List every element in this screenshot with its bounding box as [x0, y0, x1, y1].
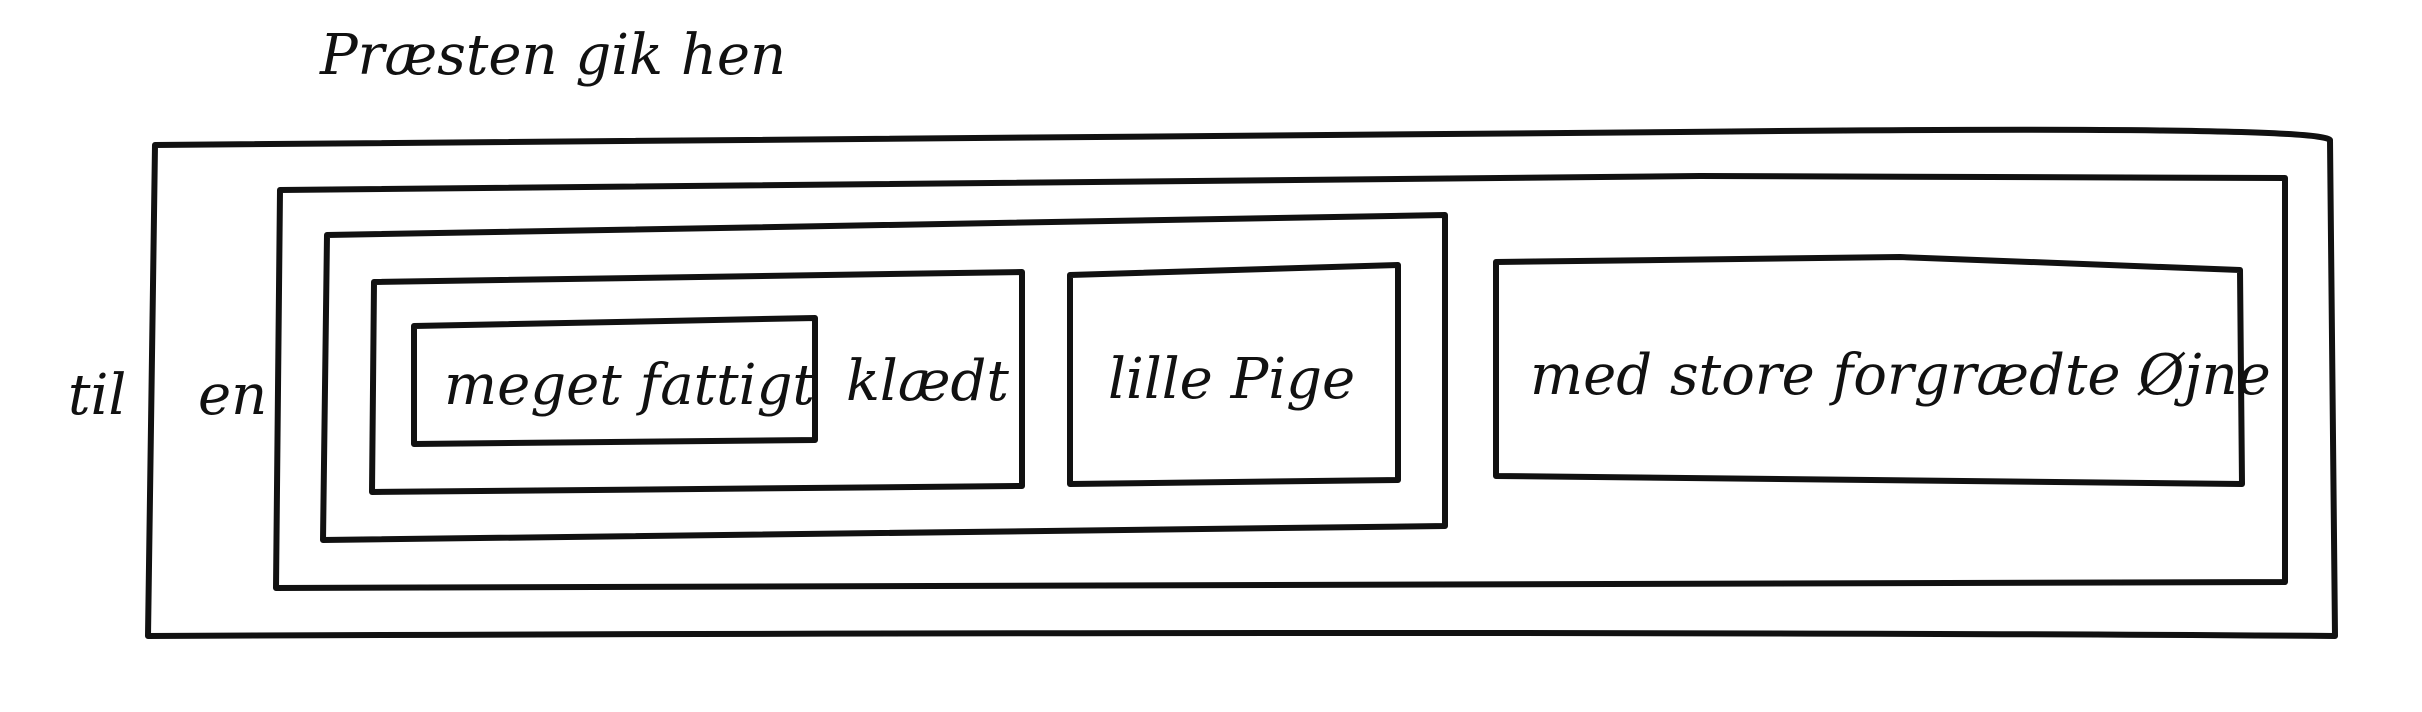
label-en: en — [198, 363, 268, 428]
box-med-store — [1493, 254, 2245, 487]
box-outer — [145, 126, 2338, 639]
label-til: til — [68, 363, 127, 428]
box-lille-pige — [1067, 262, 1401, 487]
label-klaedt: klædt — [846, 349, 1009, 414]
box-group — [320, 212, 1448, 543]
label-med-store: med store forgrædte Øjne — [1530, 343, 2271, 408]
box-kledt — [369, 269, 1025, 495]
label-meget-fattigt: meget fattigt — [444, 353, 815, 418]
label-lille-pige: lille Pige — [1108, 347, 1356, 412]
box-meget — [411, 315, 818, 447]
heading-text: Præsten gik hen — [320, 23, 787, 88]
box-en — [273, 173, 2288, 591]
